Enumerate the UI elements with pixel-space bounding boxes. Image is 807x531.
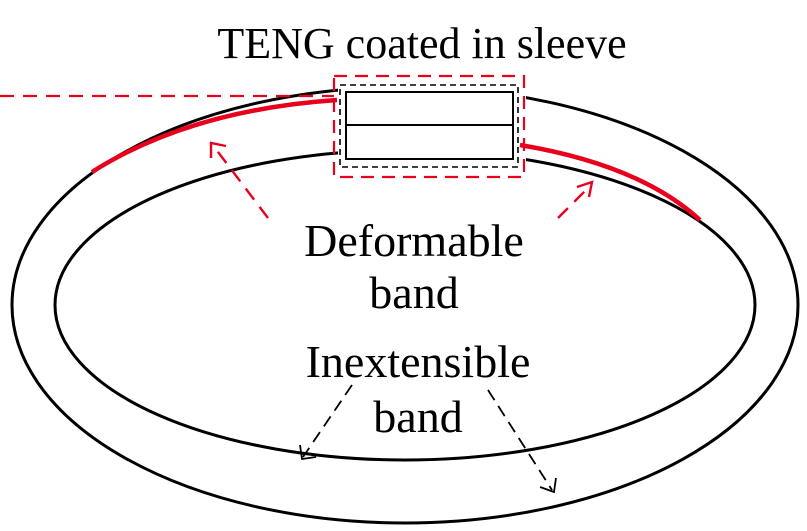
deformable-arrow-left-head <box>209 141 227 158</box>
inextensible-label-line1: Inextensible <box>306 336 531 387</box>
deformable-arrow-right-head <box>576 180 594 198</box>
inextensible-arrow-left <box>302 384 353 458</box>
deformable-label-line2: band <box>369 267 458 318</box>
sleeve-outline <box>332 74 526 179</box>
title-label: TENG coated in sleeve <box>217 19 626 68</box>
deformable-band-right <box>519 142 702 222</box>
deformable-band-left <box>90 97 338 174</box>
deformable-arrow-left <box>214 147 269 219</box>
deformable-arrow-right <box>557 185 591 219</box>
inextensible-arrow-left-head <box>299 444 317 461</box>
inextensible-arrow-right <box>487 389 553 491</box>
inextensible-arrow-right-head <box>539 477 557 494</box>
deformable-label-line1: Deformable <box>304 215 524 266</box>
inextensible-label-line2: band <box>373 391 462 442</box>
